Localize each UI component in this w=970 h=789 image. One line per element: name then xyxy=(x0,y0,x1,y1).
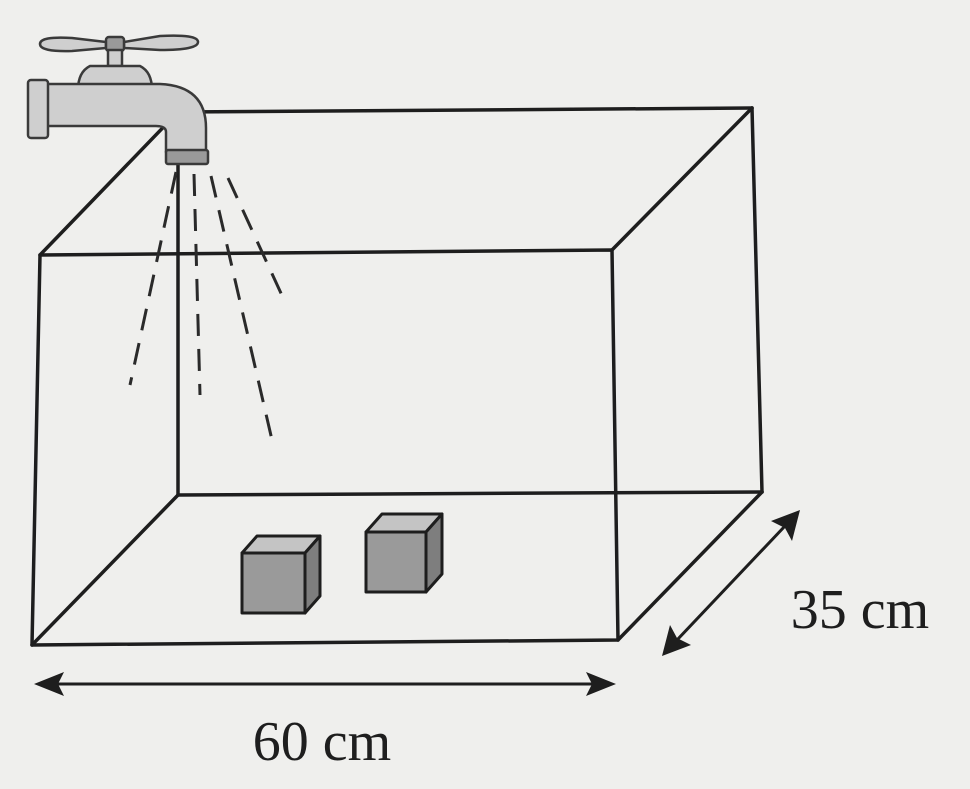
water-stream-3 xyxy=(209,175,274,441)
tap-icon xyxy=(26,34,210,166)
length-arrow-right-head xyxy=(586,672,616,696)
depth-arrow-bottom-head xyxy=(662,625,691,656)
depth-arrow-top-head xyxy=(771,510,800,541)
bottom-right-depth-edge xyxy=(616,490,764,642)
cubes xyxy=(240,512,444,615)
back-top-edge xyxy=(176,106,754,114)
length-label: 60 cm xyxy=(253,711,391,773)
back-right-edge xyxy=(750,106,764,494)
tap-handle-icon xyxy=(38,36,108,53)
length-arrow-left-head xyxy=(34,672,64,696)
tap-spout xyxy=(44,82,208,154)
water-stream-2 xyxy=(192,173,202,396)
water-stream-4 xyxy=(226,177,287,303)
water-streams xyxy=(128,171,287,441)
tap-handle-right xyxy=(122,34,200,52)
cube-right-front xyxy=(364,530,428,594)
tap-flange xyxy=(26,78,50,140)
tank-front-edges xyxy=(30,106,764,647)
cube-right xyxy=(364,512,444,594)
length-dimension-arrow xyxy=(34,672,616,696)
depth-label: 35 cm xyxy=(791,579,929,641)
tank-back-edges xyxy=(30,106,764,647)
top-right-depth-edge xyxy=(610,106,754,252)
depth-arrow-line xyxy=(675,524,787,642)
depth-dimension-arrow xyxy=(662,510,800,656)
water-stream-1 xyxy=(128,171,178,386)
cube-left xyxy=(240,534,322,615)
bottom-left-depth-edge xyxy=(30,493,180,647)
tap-nozzle xyxy=(164,148,210,166)
cube-left-front xyxy=(240,551,307,615)
tap-stem xyxy=(106,48,124,68)
front-face xyxy=(30,248,620,647)
top-left-depth-edge xyxy=(38,110,180,257)
back-bottom-edge xyxy=(176,490,764,497)
